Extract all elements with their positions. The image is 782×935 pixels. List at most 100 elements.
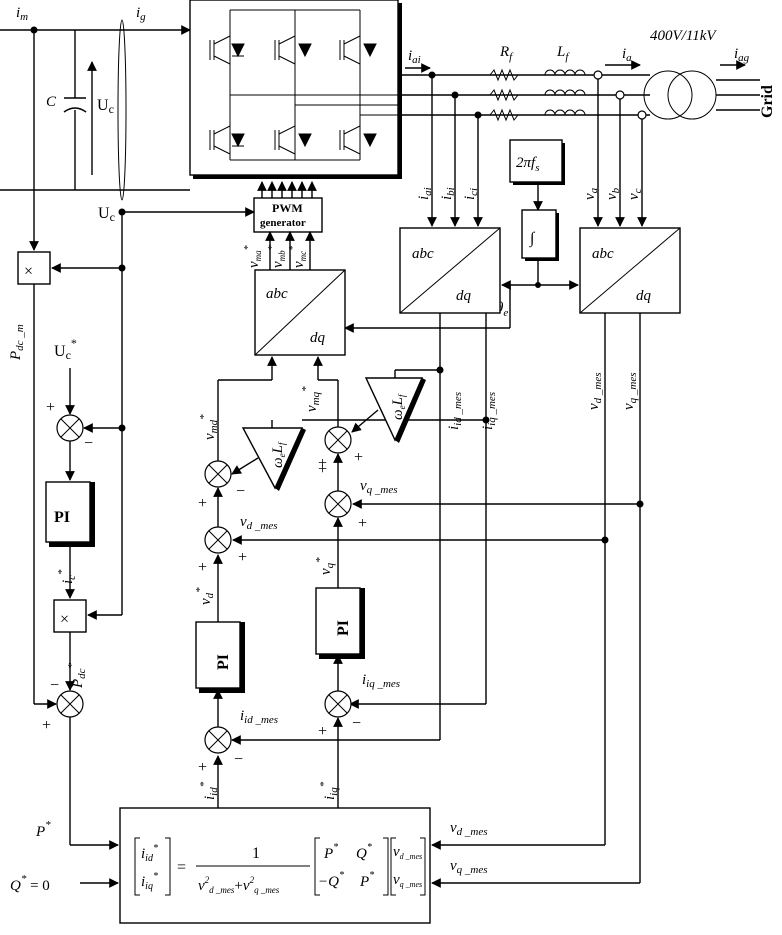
label-uc-ref: Uc* bbox=[54, 336, 77, 362]
sign-plus-vd2: + bbox=[238, 549, 247, 566]
label-vd-mes-sum: vd _mes bbox=[240, 514, 278, 532]
abc-dq-current: abc dq bbox=[399, 227, 501, 314]
label-vd-star: vd* bbox=[194, 587, 216, 605]
label-vmc: vmc* bbox=[288, 246, 308, 268]
sign-plus-vmq2: + bbox=[354, 449, 363, 466]
pi-label-1: PI bbox=[54, 509, 70, 526]
sign-plus-vmq: + bbox=[318, 455, 327, 472]
abc-dq-voltage: abc dq bbox=[579, 227, 681, 314]
multiplier-pdc-m bbox=[17, 251, 51, 285]
label-va: va bbox=[582, 187, 600, 200]
abc-dq-modulation: abc dq bbox=[254, 269, 346, 356]
sign-plus-uc: + bbox=[46, 399, 55, 416]
label-vq-mes: vq _mes bbox=[621, 372, 639, 410]
multiplier-pdc bbox=[53, 599, 87, 633]
svg-text:ωeLf: ωeLf bbox=[270, 441, 287, 468]
label-pdc-m: Pdc _m bbox=[8, 324, 26, 361]
decoupling-q: ωeLf bbox=[364, 377, 426, 443]
svg-text:iid*: iid* bbox=[141, 843, 158, 864]
label-p-star: P* bbox=[35, 819, 51, 840]
dc-bus bbox=[0, 19, 191, 216]
integrator-symbol: ∫ bbox=[529, 230, 536, 248]
svg-text:1: 1 bbox=[252, 845, 260, 862]
label-capacitor: C bbox=[46, 94, 57, 110]
svg-text:=: = bbox=[177, 859, 186, 876]
pi-label-3: PI bbox=[335, 620, 352, 636]
label-iq-mes-sum: iiq _mes bbox=[362, 672, 400, 690]
label-vq-star: vq* bbox=[314, 557, 336, 575]
label-vd-mes-calc: vd _mes bbox=[450, 820, 488, 838]
svg-text:P*: P* bbox=[359, 870, 374, 890]
label-rf: Rf bbox=[499, 44, 514, 63]
label-iiq-star: iiq* bbox=[318, 781, 340, 800]
sign-plus-vd1: + bbox=[198, 559, 207, 576]
sign-minus-p: − bbox=[50, 677, 59, 694]
sign-plus-vmd: + bbox=[198, 495, 207, 512]
mult-symbol-2: × bbox=[60, 611, 69, 628]
sign-plus-p: + bbox=[42, 717, 51, 734]
svg-text:dq: dq bbox=[310, 330, 326, 346]
svg-text:dq: dq bbox=[456, 288, 472, 304]
sign-minus-vmd: − bbox=[236, 483, 245, 500]
label-pdc-star: Pdc* bbox=[66, 662, 88, 689]
decoupling-d: ωeLf bbox=[241, 427, 306, 491]
pi-voltage bbox=[45, 481, 91, 543]
label-vb: vb bbox=[604, 187, 622, 200]
svg-text:abc: abc bbox=[412, 246, 434, 262]
label-vmb: vmb* bbox=[267, 245, 287, 268]
svg-text:Q*: Q* bbox=[356, 842, 372, 862]
pwm-gate-signals bbox=[257, 181, 317, 198]
svg-text:−Q*: −Q* bbox=[318, 870, 344, 890]
label-transformer: 400V/11kV bbox=[650, 28, 717, 44]
sign-minus-id: − bbox=[234, 751, 243, 768]
sign-minus-iq: − bbox=[352, 715, 361, 732]
svg-text:ωeLf: ωeLf bbox=[390, 393, 407, 420]
label-ia: ia bbox=[622, 46, 632, 64]
label-grid: Grid bbox=[759, 85, 776, 118]
frequency-block bbox=[509, 139, 563, 183]
label-vc: vc bbox=[626, 188, 644, 200]
svg-text:abc: abc bbox=[266, 286, 288, 302]
label-ic: ic* bbox=[56, 569, 78, 584]
svg-text:iiq*: iiq* bbox=[141, 871, 158, 892]
label-lf: Lf bbox=[556, 44, 570, 63]
svg-text:abc: abc bbox=[592, 246, 614, 262]
svg-text:P*: P* bbox=[323, 842, 338, 862]
inverter-bridge bbox=[189, 0, 402, 179]
label-vmd: vmd* bbox=[198, 414, 220, 440]
label-uc-pwm: Uc bbox=[98, 205, 115, 224]
label-id-mes: iid _mes bbox=[446, 392, 464, 430]
label-vmq: vmq* bbox=[300, 386, 322, 412]
label-ibi: ibi bbox=[439, 187, 457, 200]
sensing-wires bbox=[427, 75, 647, 227]
sign-plus-id: + bbox=[198, 759, 207, 776]
sign-plus-vq1: + bbox=[318, 461, 327, 478]
label-ig: ig bbox=[136, 5, 146, 23]
sign-minus-uc: − bbox=[84, 435, 93, 452]
svg-text:dq: dq bbox=[636, 288, 652, 304]
label-q-star: Q* = 0 bbox=[10, 873, 50, 894]
label-ici: ici bbox=[462, 188, 480, 200]
label-uc-cap: Uc bbox=[97, 97, 114, 116]
label-vq-mes-calc: vq _mes bbox=[450, 858, 488, 876]
label-vq-mes-sum: vq _mes bbox=[360, 478, 398, 496]
label-2pifs: 2πfs bbox=[516, 155, 539, 174]
sign-plus-vq2: + bbox=[358, 515, 367, 532]
pi-label-2: PI bbox=[215, 654, 232, 670]
pi-iq bbox=[315, 587, 361, 655]
svg-text:vd _mes: vd _mes bbox=[393, 844, 422, 861]
label-iai: iai bbox=[408, 48, 421, 66]
pwm-label-2: generator bbox=[260, 217, 306, 229]
label-vma: vma* bbox=[243, 245, 263, 268]
label-vd-mes: vd _mes bbox=[586, 372, 604, 410]
label-im: im bbox=[16, 5, 28, 23]
label-id-mes-sum: iid _mes bbox=[240, 708, 278, 726]
label-iid-star: iid* bbox=[198, 781, 220, 800]
label-iag: iag bbox=[734, 46, 750, 64]
integrator-block bbox=[521, 209, 557, 259]
label-iq-mes: iiq _mes bbox=[480, 392, 498, 430]
sign-plus-iq: + bbox=[318, 723, 327, 740]
mult-symbol-1: × bbox=[24, 263, 33, 280]
svg-text:v2d _mes+v2q _mes: v2d _mes+v2q _mes bbox=[198, 875, 280, 895]
